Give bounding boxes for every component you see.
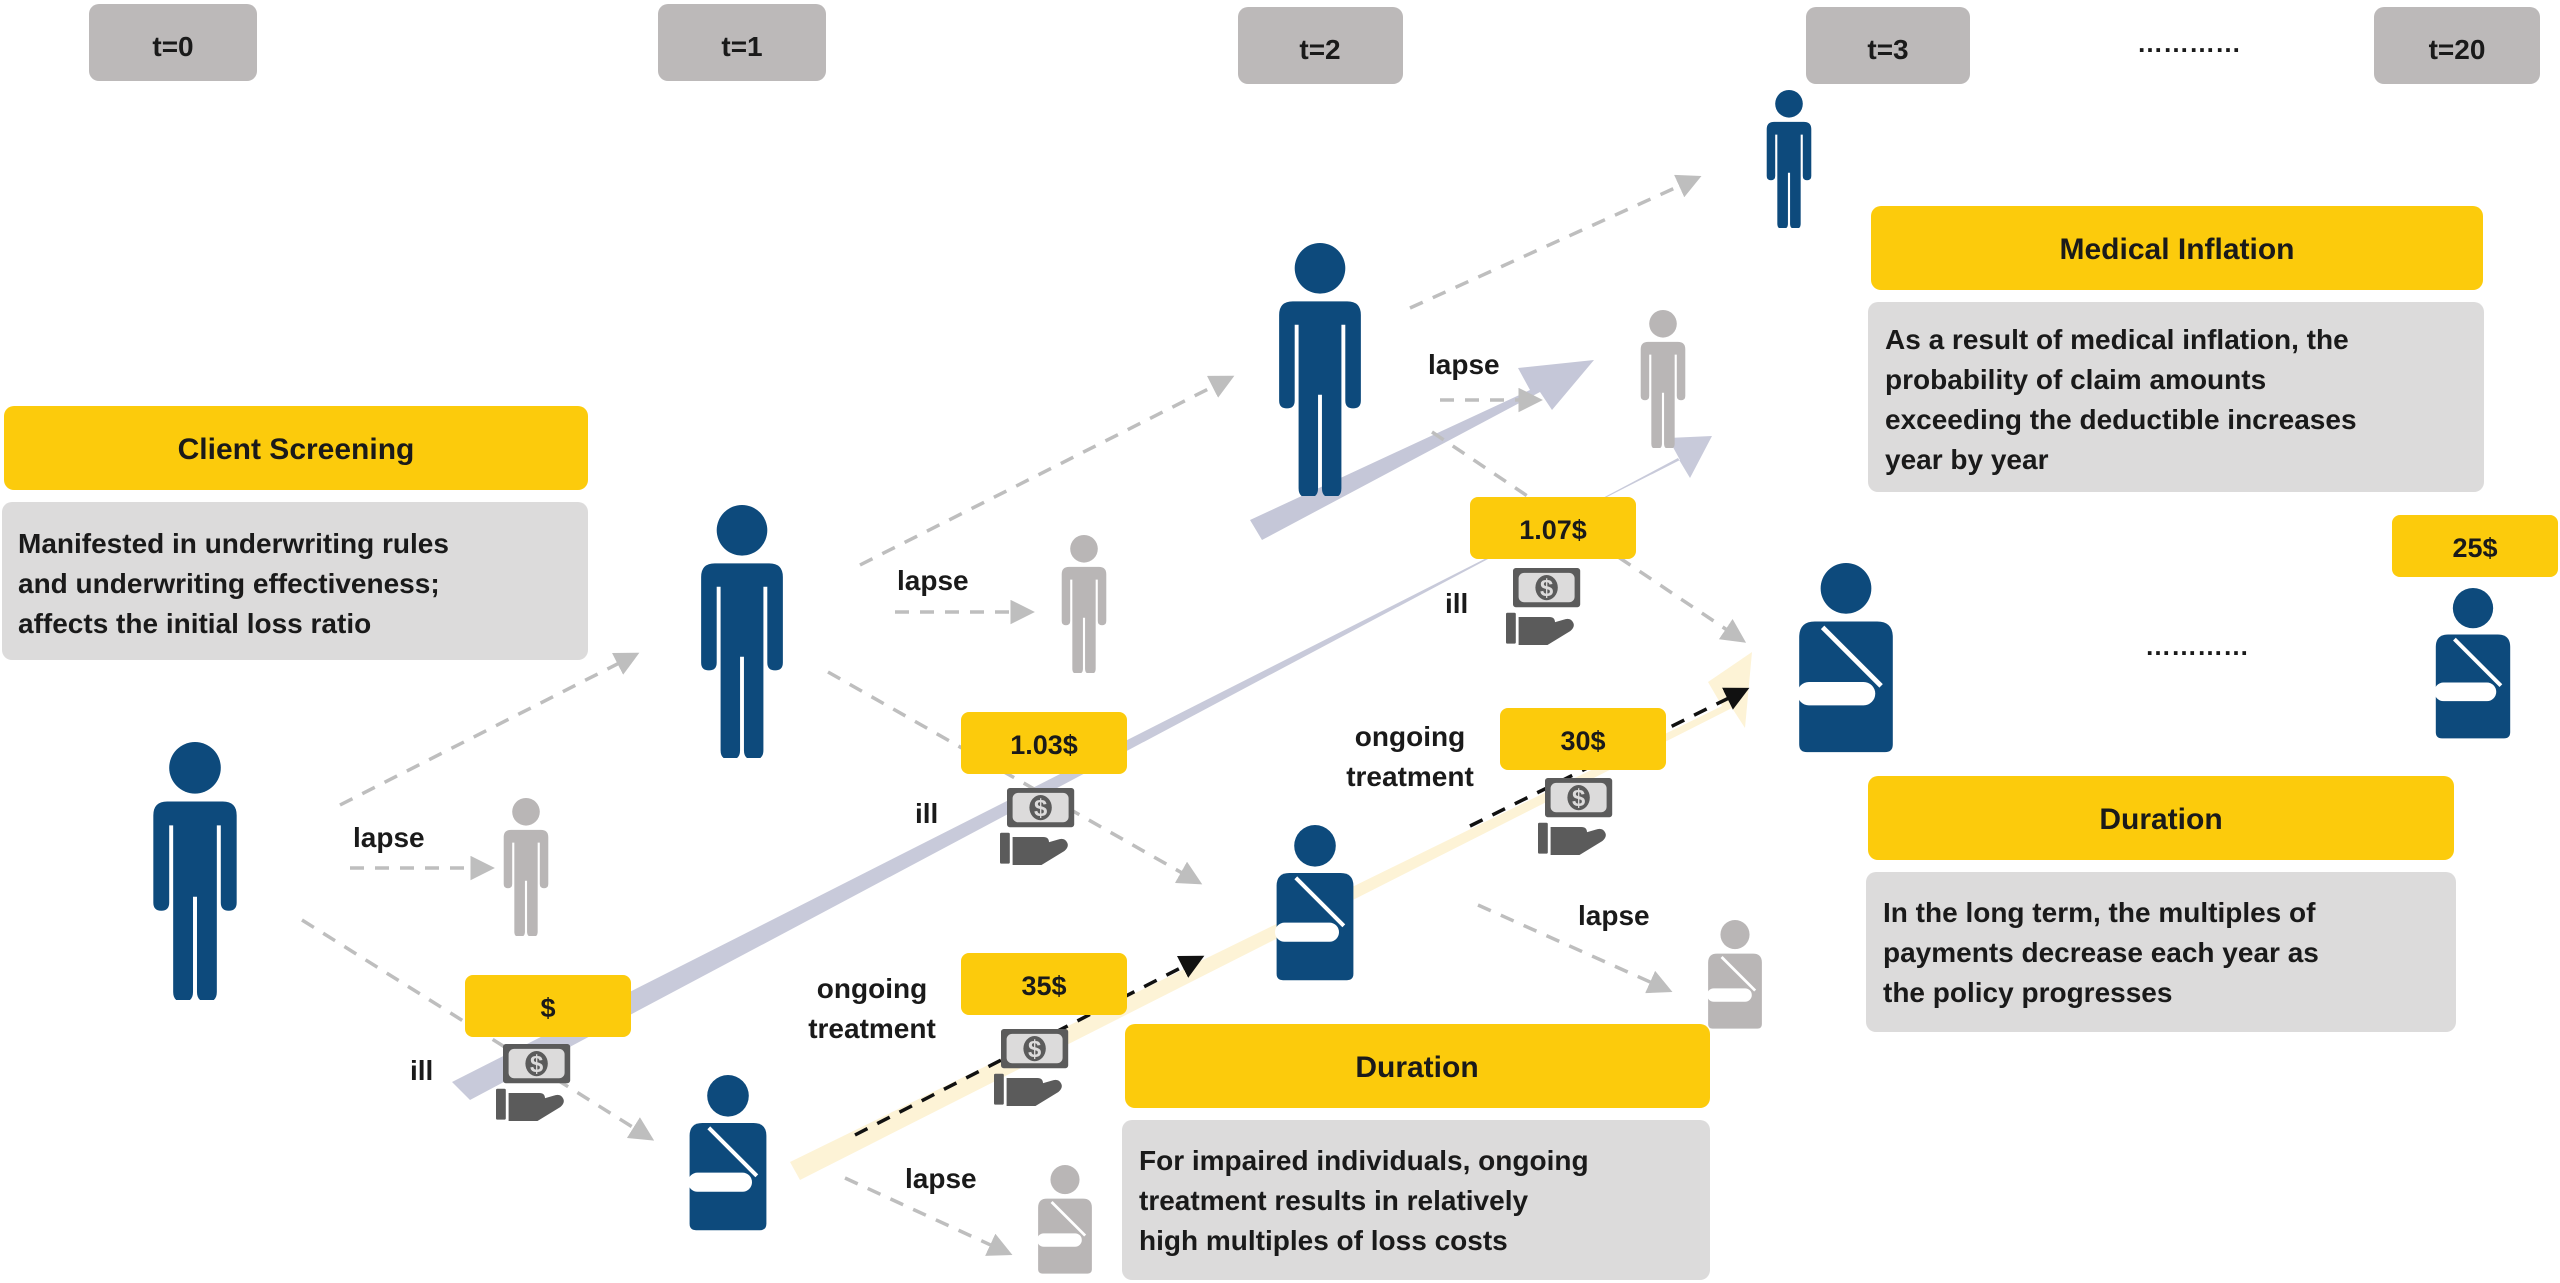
timeline-ellipsis: ………… — [2137, 28, 2241, 58]
medical-inflation-line: year by year — [1885, 444, 2049, 475]
duration-long-term-line: In the long term, the multiples of — [1883, 897, 2316, 928]
time-label-t0: t=0 — [152, 31, 193, 62]
ill-label-t0: ill — [410, 1055, 433, 1086]
ill-label-t2: ill — [1445, 588, 1468, 619]
medical-inflation-title-box — [1871, 206, 2483, 290]
ongoing-label-t1-line2: treatment — [808, 1013, 936, 1044]
ill-label-t1: ill — [915, 798, 938, 829]
duration-long-term-title-box — [1868, 776, 2454, 860]
lapsed-person-icon-t1 — [503, 798, 549, 936]
duration-long-term-line: payments decrease each year as — [1883, 937, 2319, 968]
healthy-person-icon-t0 — [153, 742, 237, 1000]
client-screening-body: Manifested in underwriting rules and und… — [18, 524, 449, 644]
medical-inflation-line: As a result of medical inflation, the — [1885, 324, 2349, 355]
time-box-t20 — [2374, 7, 2540, 84]
amount-badge-t2-ongoing — [1500, 708, 1666, 770]
duration-long-term-body-box — [1866, 872, 2456, 1032]
lapsed-injured-person-icon-t3 — [1705, 920, 1764, 1031]
client-screening-title: Client Screening — [178, 433, 415, 466]
amount-badge-t1-ongoing — [961, 953, 1127, 1015]
client-screening-title-box — [4, 406, 588, 490]
amount-badge-t0-ill — [465, 975, 631, 1037]
lapsed-injured-person-icon-t2 — [1035, 1165, 1094, 1276]
client-screening-body-box — [2, 502, 588, 660]
timeline: t=0 t=1 t=2 t=3 t=20 ………… — [89, 4, 2540, 84]
duration-impaired-line: For impaired individuals, ongoing — [1139, 1145, 1589, 1176]
ongoing-label-t2-line2: treatment — [1346, 761, 1474, 792]
client-screening-line: and underwriting effectiveness; — [18, 568, 440, 599]
time-box-t1 — [658, 4, 826, 81]
time-box-t0 — [89, 4, 257, 81]
duration-impaired-body: For impaired individuals, ongoing treatm… — [1139, 1141, 1589, 1261]
medical-inflation-line: probability of claim amounts — [1885, 364, 2267, 395]
client-screening-line: Manifested in underwriting rules — [18, 528, 449, 559]
amount-badge-t1-ill — [961, 712, 1127, 774]
duration-long-term-body: In the long term, the multiples of payme… — [1883, 893, 2319, 1013]
medical-inflation-title: Medical Inflation — [2059, 233, 2294, 266]
time-label-t20: t=20 — [2429, 34, 2486, 65]
ongoing-label-t1-line1: ongoing — [817, 973, 927, 1004]
duration-impaired-title: Duration — [1355, 1051, 1478, 1084]
amount-t2-ongoing: 30$ — [1560, 726, 1605, 756]
payment-icon-t0-ill — [496, 1044, 571, 1121]
duration-impaired-line: treatment results in relatively — [1139, 1185, 1529, 1216]
ongoing-label-t2-line1: ongoing — [1355, 721, 1465, 752]
lapse-label-t2: lapse — [1428, 349, 1500, 380]
lapsed-person-icon-t2 — [1061, 535, 1107, 673]
payment-icon-t1-ongoing — [994, 1029, 1069, 1106]
injured-person-icon-t1 — [688, 1075, 766, 1230]
payment-icon-t2-ongoing — [1538, 778, 1613, 855]
duration-impaired-title-box — [1125, 1024, 1710, 1108]
amount-badge-t2-ill — [1470, 497, 1636, 559]
amount-t2-ill: 1.07$ — [1519, 515, 1587, 545]
time-label-t2: t=2 — [1299, 34, 1340, 65]
time-box-t2 — [1238, 7, 1403, 84]
client-screening-line: affects the initial loss ratio — [18, 608, 372, 639]
healthy-person-icon-t3 — [1766, 90, 1812, 228]
time-label-t3: t=3 — [1867, 34, 1908, 65]
lapse-label-t2-impaired: lapse — [1578, 900, 1650, 931]
healthy-person-icon-t1 — [701, 505, 783, 758]
payment-icon-t1-ill — [1000, 788, 1075, 865]
lapse-label-t1-impaired: lapse — [905, 1163, 977, 1194]
healthy-person-icon-t2 — [1279, 243, 1361, 496]
payment-icon-t2-ill — [1506, 568, 1581, 645]
amount-t20: 25$ — [2452, 533, 2497, 563]
amount-t0-ill: $ — [540, 993, 555, 1023]
lapse-label-t1: lapse — [897, 565, 969, 596]
duration-long-term-title: Duration — [2099, 803, 2222, 836]
injured-person-icon-t3 — [1797, 563, 1893, 752]
time-label-t1: t=1 — [721, 31, 762, 62]
duration-impaired-body-box — [1122, 1120, 1710, 1280]
duration-impaired-line: high multiples of loss costs — [1139, 1225, 1508, 1256]
injured-person-icon-t2 — [1275, 825, 1353, 980]
amount-t1-ill: 1.03$ — [1010, 730, 1078, 760]
amount-t1-ongoing: 35$ — [1021, 971, 1066, 1001]
lapse-label-t0: lapse — [353, 822, 425, 853]
medical-inflation-line: exceeding the deductible increases — [1885, 404, 2357, 435]
medical-inflation-body-box — [1868, 302, 2484, 492]
duration-long-term-line: the policy progresses — [1883, 977, 2173, 1008]
progression-ellipsis: ………… — [2145, 631, 2249, 661]
time-box-t3 — [1806, 7, 1970, 84]
medical-inflation-body: As a result of medical inflation, the pr… — [1885, 320, 2357, 480]
injured-person-icon-t20 — [2432, 588, 2513, 741]
amount-badge-t20 — [2392, 515, 2558, 577]
lapsed-person-icon-t3 — [1640, 310, 1686, 448]
